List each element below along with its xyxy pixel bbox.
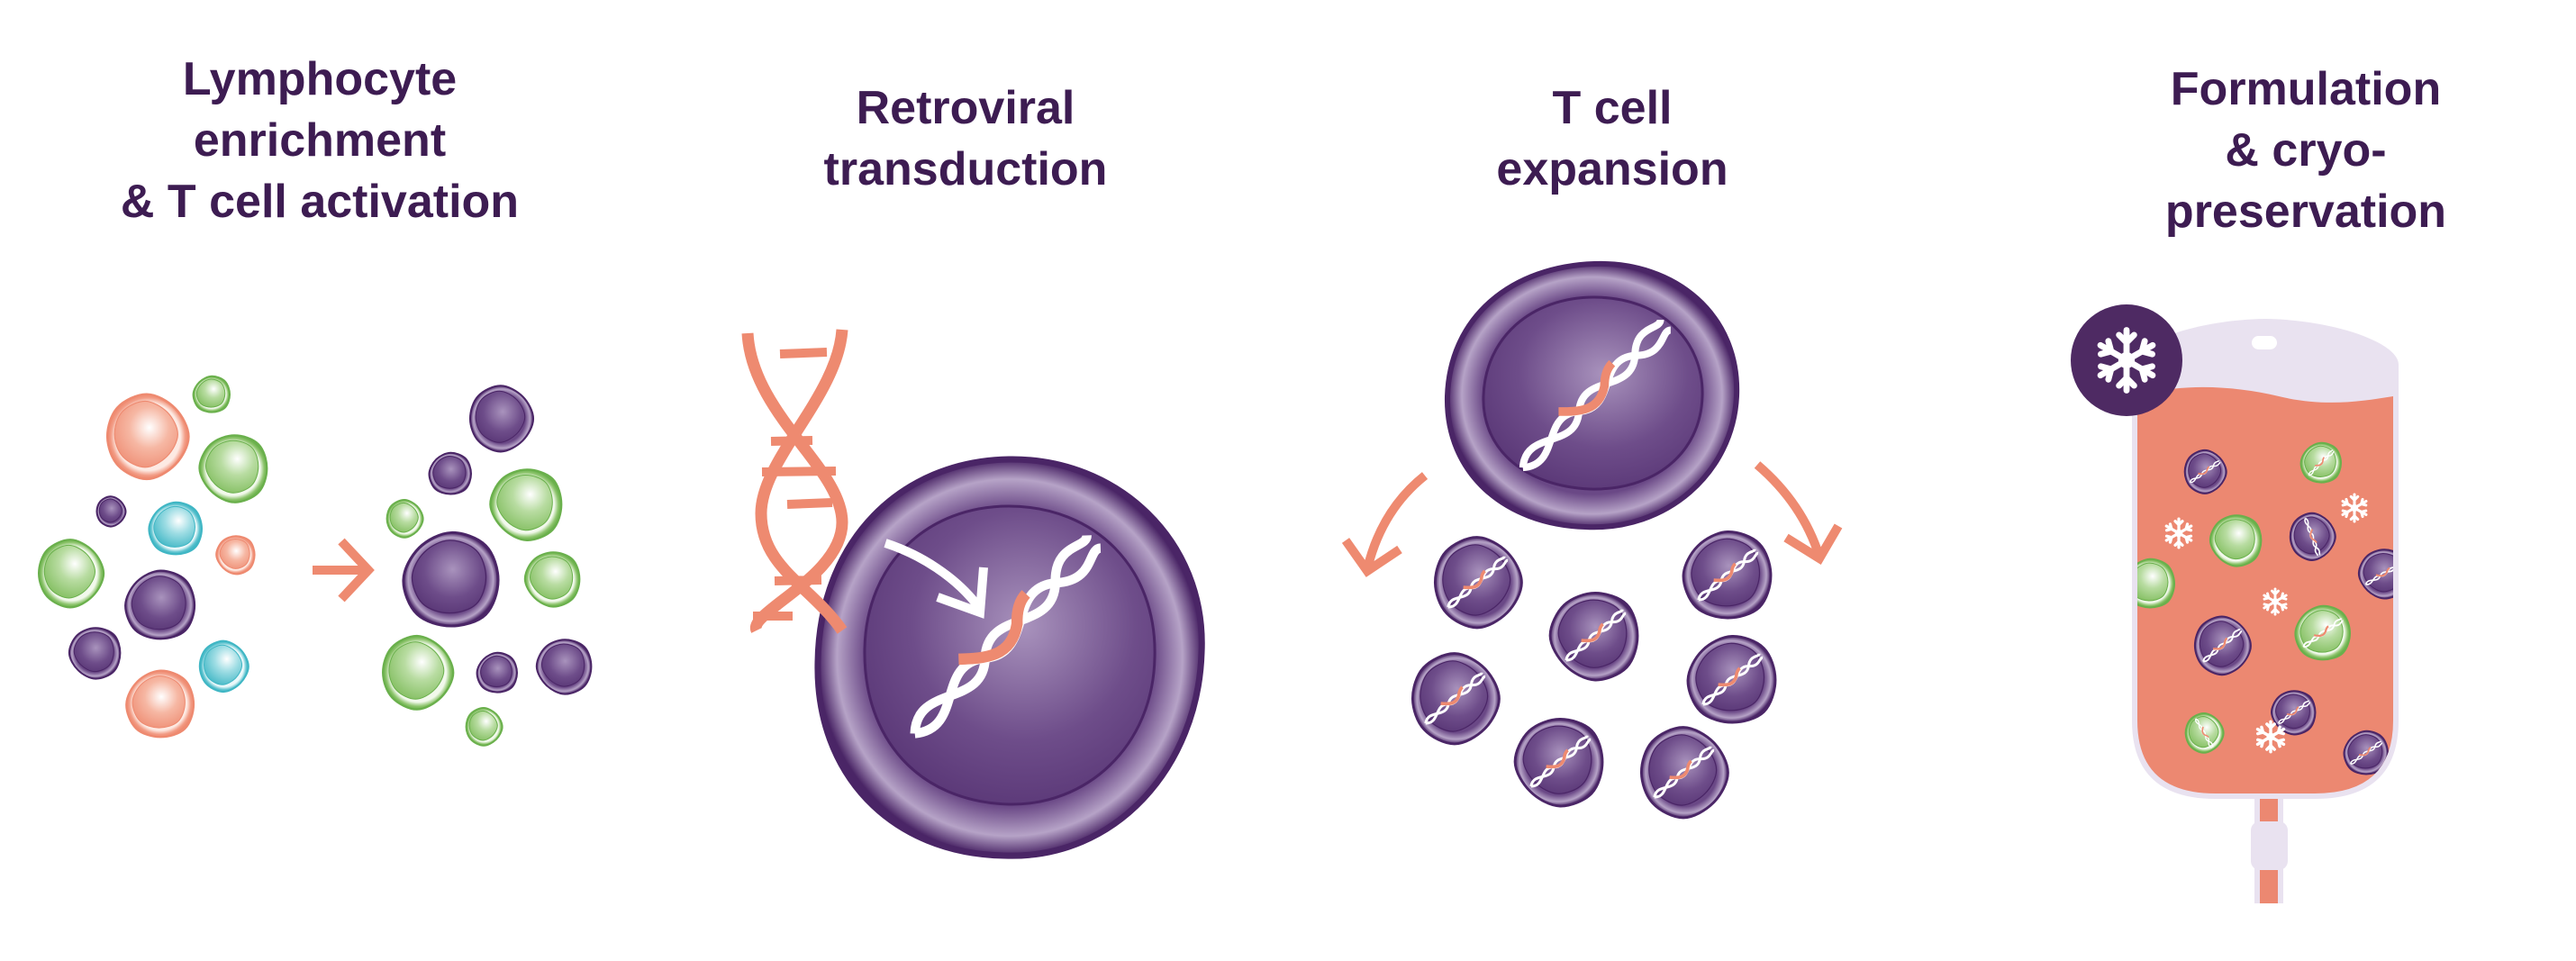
car-t-cell-green (2184, 712, 2225, 754)
activated-green-cell (382, 634, 455, 711)
daughter-t-cell-icon (1548, 592, 1639, 682)
activated-green-cell (523, 551, 581, 608)
lymphocyte-green (38, 539, 105, 609)
daughter-t-cell-icon (1433, 536, 1523, 630)
parent-t-cell-icon (1444, 260, 1740, 530)
lymphocyte-green (192, 375, 231, 413)
car-t-cell-green (2137, 558, 2176, 609)
activated-green-cell (489, 468, 563, 541)
car-t-cell-purple (2289, 512, 2336, 562)
curved-arrow-left-icon (1341, 472, 1429, 577)
curved-arrow-right-icon (1754, 461, 1843, 565)
t-cell-icon (814, 456, 1205, 859)
title-line: preservation (2164, 186, 2447, 238)
lymphocyte-cyan (148, 501, 204, 556)
car-t-cell-green (2294, 604, 2352, 661)
lymphocyte-cyan (198, 639, 249, 694)
car-t-cell-green (2299, 441, 2343, 484)
title-line: Lymphocyte (182, 53, 458, 105)
dna-helix-icon (741, 329, 848, 634)
title-line: Formulation (2170, 63, 2442, 115)
activated-purple-cell (535, 639, 593, 695)
title-line: enrichment (193, 114, 447, 167)
title-line: transduction (823, 143, 1108, 195)
lymphocyte-purple (95, 495, 127, 528)
arrow-right-icon (313, 538, 375, 603)
lymphocyte-purple (124, 569, 196, 640)
lymphocyte-green (198, 434, 268, 503)
snowflake-badge-icon (2071, 304, 2182, 416)
activated-purple-cell (402, 530, 500, 628)
title-line: Retroviral (856, 82, 1075, 134)
daughter-t-cell-icon (1686, 635, 1777, 724)
car-t-cell-purple (2183, 449, 2227, 494)
daughter-t-cells (1410, 530, 1777, 820)
title-line: & T cell activation (120, 176, 520, 228)
mixed-cells-icon (38, 375, 268, 739)
activated-purple-cell (476, 651, 519, 694)
title-line: T cell (1552, 82, 1673, 134)
clamp (2251, 821, 2288, 870)
step-title-formulation-cryopreservation: Formulation & cryo- preservation (2165, 59, 2446, 242)
daughter-t-cell-icon (1682, 530, 1773, 620)
car-t-cell-purple (2193, 615, 2252, 676)
infusion-bag-icon (2132, 319, 2399, 903)
title-line: & cryo- (2225, 124, 2387, 177)
step-title-t-cell-expansion: T cell expansion (1496, 77, 1728, 200)
car-t-cell-purple (2357, 548, 2393, 600)
step-title-lymphocyte-enrichment: Lymphocyte enrichment & T cell activatio… (121, 49, 519, 232)
daughter-t-cell-icon (1513, 718, 1604, 808)
activated-green-cell (385, 498, 424, 539)
car-t-cell-green (2209, 514, 2263, 567)
daughter-t-cell-icon (1410, 652, 1501, 746)
activated-purple-cell (428, 451, 473, 495)
lymphocyte-salmon (105, 393, 190, 481)
car-t-cell-purple (2343, 730, 2390, 775)
daughter-t-cell-icon (1639, 726, 1729, 820)
hanging-hole (2252, 336, 2277, 349)
enriched-cells-icon (382, 385, 593, 747)
activated-green-cell (465, 706, 503, 747)
insertion-arrow-icon (884, 539, 988, 619)
lymphocyte-purple (68, 627, 122, 680)
lymphocyte-salmon (125, 669, 195, 739)
lymphocyte-salmon (215, 535, 256, 576)
step-title-retroviral-transduction: Retroviral transduction (824, 77, 1108, 200)
activated-purple-cell (468, 385, 535, 453)
title-line: expansion (1496, 143, 1728, 195)
car-t-cell-purple (2270, 690, 2317, 736)
